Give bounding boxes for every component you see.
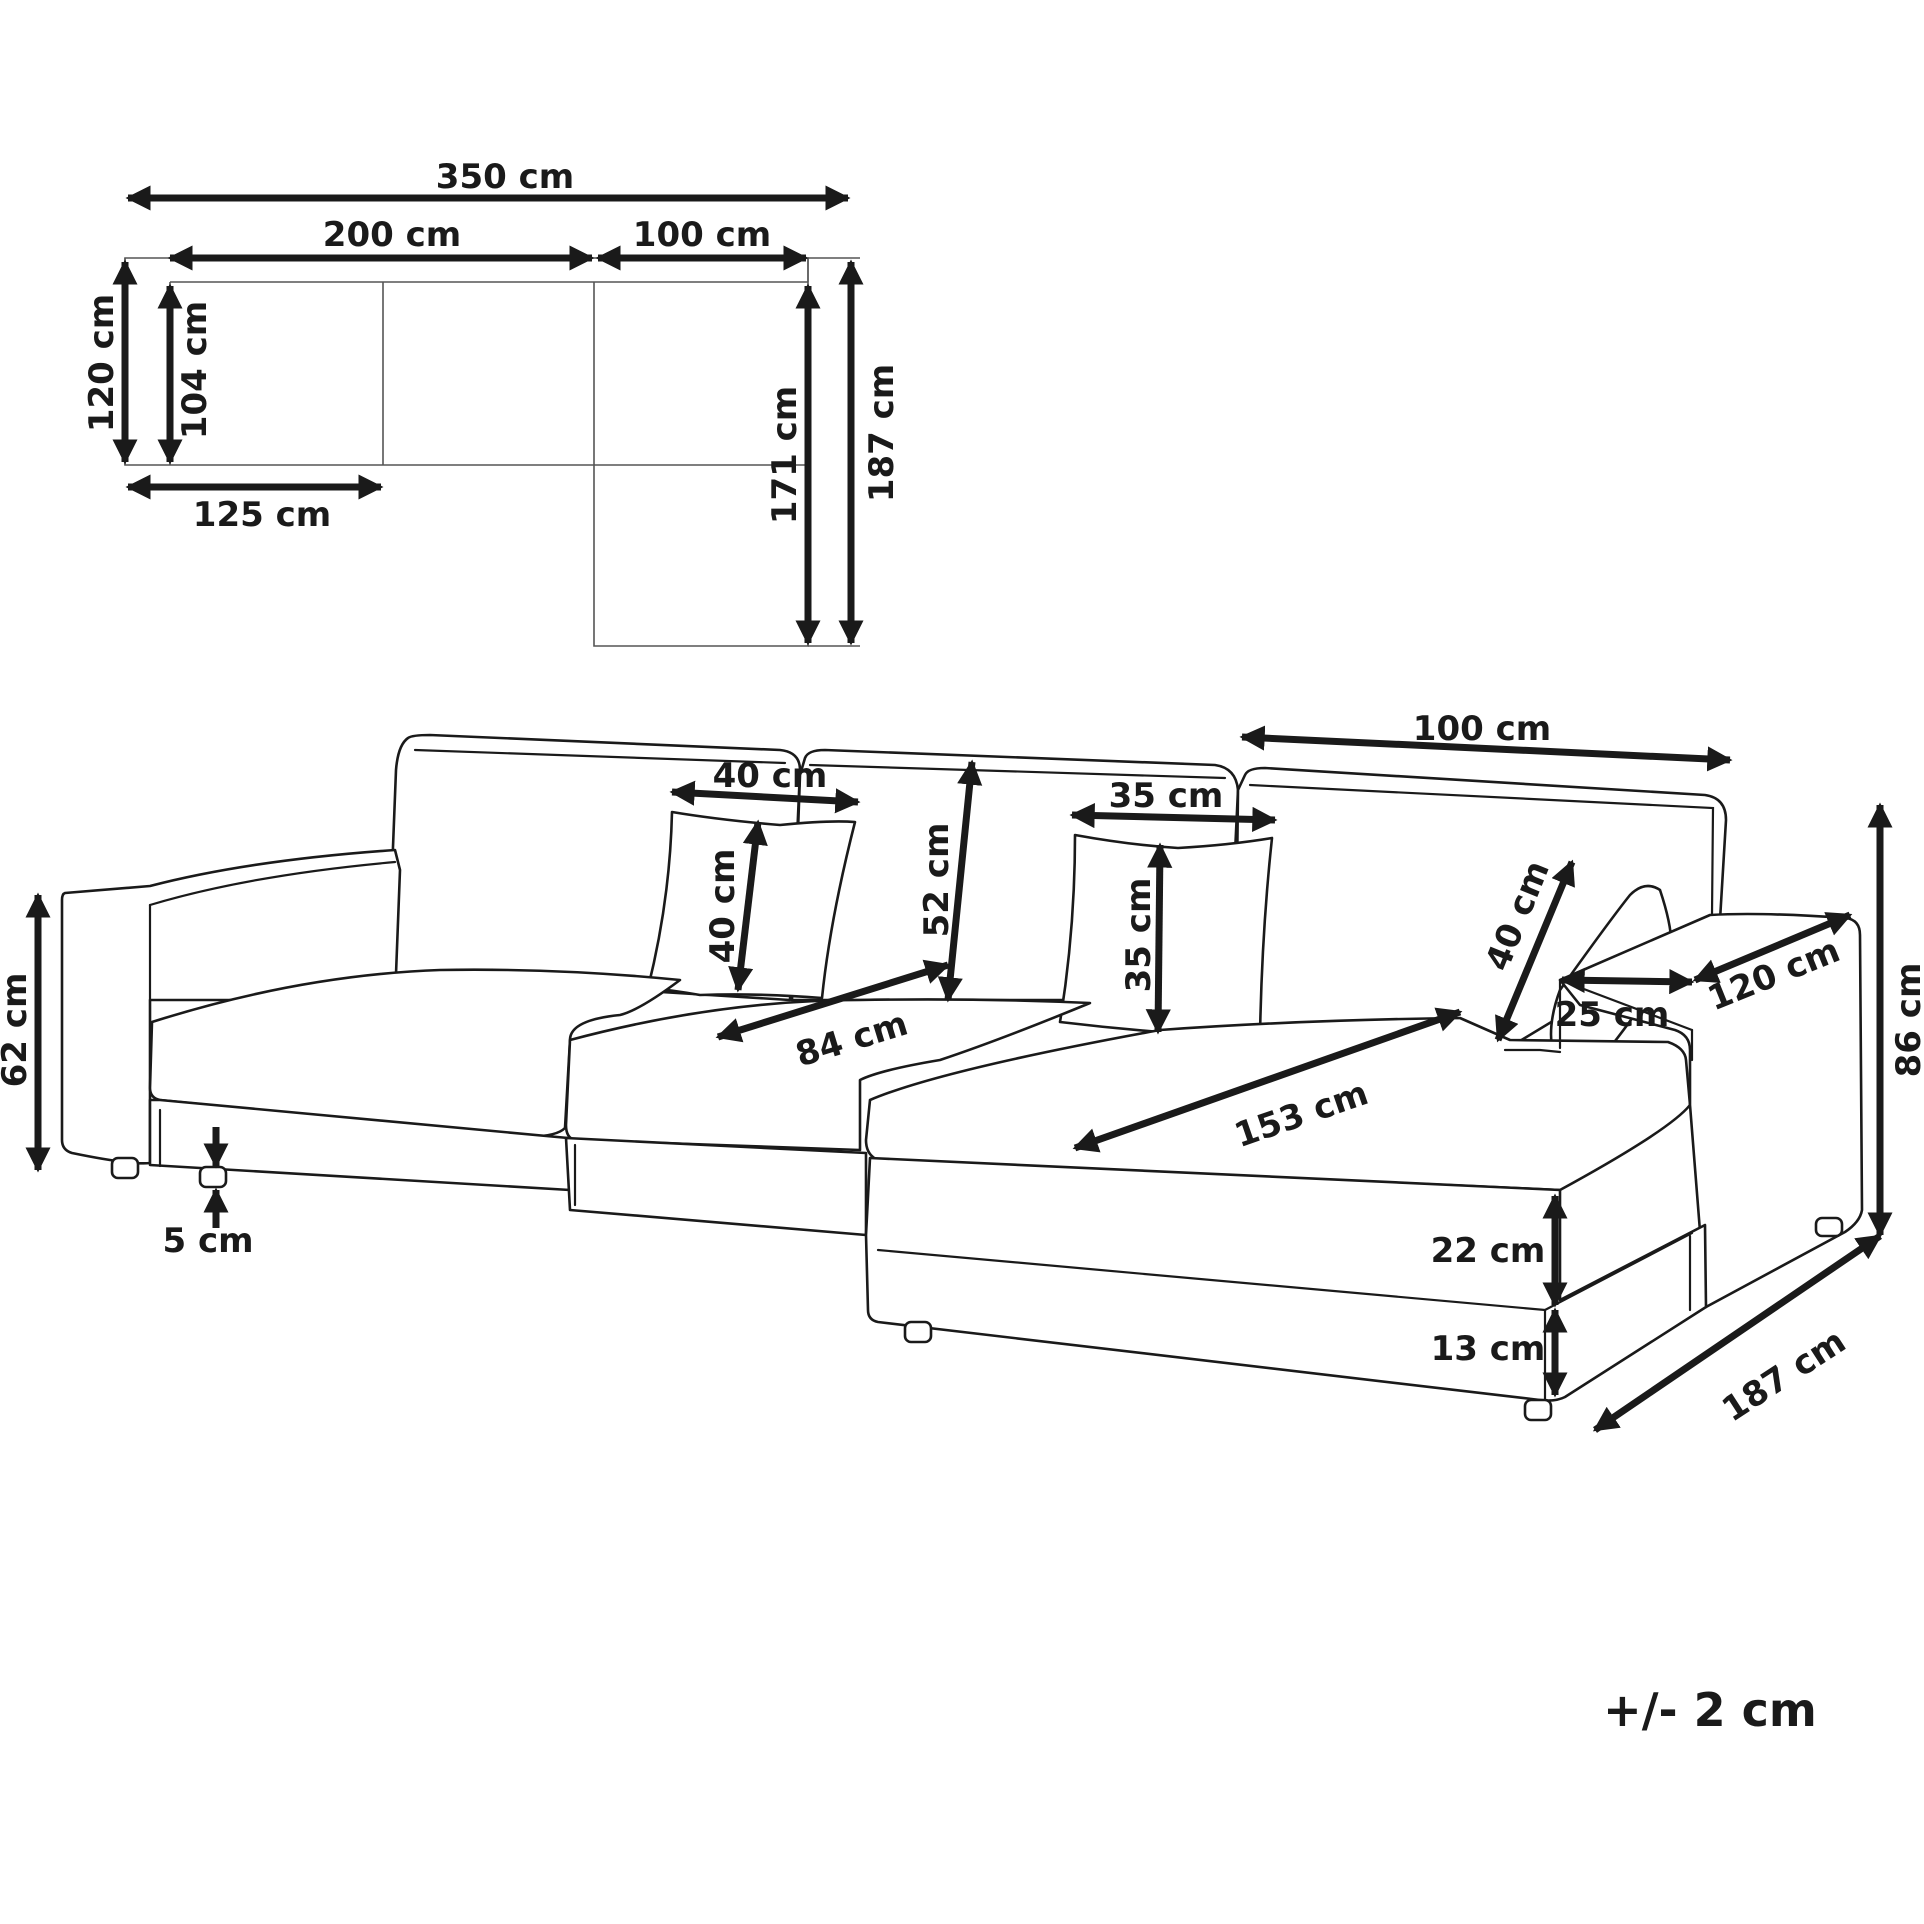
chaise-seat-length-arrow <box>1072 1007 1463 1153</box>
leg-height-label: 5 cm <box>162 1221 253 1261</box>
foot-front-left <box>198 1165 228 1189</box>
backrest-width-label: 100 cm <box>1413 709 1551 749</box>
overall-width-label: 350 cm <box>436 157 574 197</box>
base-height-label: 13 cm <box>1431 1329 1546 1369</box>
backrest-height-arrow <box>937 759 983 1003</box>
armrest-section-label: 125 cm <box>193 495 331 535</box>
backrest-width-arrow <box>1239 725 1733 772</box>
pillow-small-width-arrow <box>1069 802 1278 833</box>
cushion-height-label: 22 cm <box>1431 1231 1546 1271</box>
chaise-total-length-label: 187 cm <box>862 364 902 502</box>
chaise-seat-length-label: 171 cm <box>765 386 805 524</box>
arm-width-arrow <box>1559 967 1695 995</box>
foot-chaise-front-right <box>1523 1398 1553 1422</box>
pillow-small-height-label: 35 cm <box>1119 878 1159 993</box>
foot-chaise-front-left <box>903 1320 933 1344</box>
foot-left <box>110 1156 140 1180</box>
side-pillow-arrow <box>1494 859 1576 1043</box>
backrest-height-label: 52 cm <box>917 823 957 938</box>
tolerance-note: +/- 2 cm <box>1603 1683 1817 1737</box>
arm-length-arrow <box>1692 911 1853 984</box>
seat-depth-arrow <box>715 959 951 1043</box>
chaise-length-arrow <box>1592 1233 1883 1433</box>
seat-depth-label: 104 cm <box>175 301 215 439</box>
total-height-label: 86 cm <box>1889 963 1924 1078</box>
plan-view: 350 cm 200 cm 100 cm 120 cm 104 cm 125 c… <box>82 157 902 647</box>
sofa-base-middle <box>564 1136 868 1237</box>
depth-label: 120 cm <box>82 294 122 432</box>
arm-width-label: 25 cm <box>1555 995 1670 1035</box>
foot-back-right <box>1814 1216 1844 1238</box>
chaise-base <box>864 1156 1708 1402</box>
pillow-small <box>1058 833 1274 1037</box>
chaise-width-label: 100 cm <box>633 215 771 255</box>
pillow-small-width-label: 35 cm <box>1109 776 1224 816</box>
sofa-width-label: 200 cm <box>323 215 461 255</box>
pillow-large-height-label: 40 cm <box>703 849 743 964</box>
arm-height-label: 62 cm <box>0 973 35 1088</box>
pillow-large-width-label: 40 cm <box>713 756 828 796</box>
pillow-large-width-arrow <box>669 780 861 814</box>
sofa-drawing <box>60 733 1864 1422</box>
pillow-small-height-arrow <box>1145 842 1173 1035</box>
plan-outline <box>124 257 860 647</box>
